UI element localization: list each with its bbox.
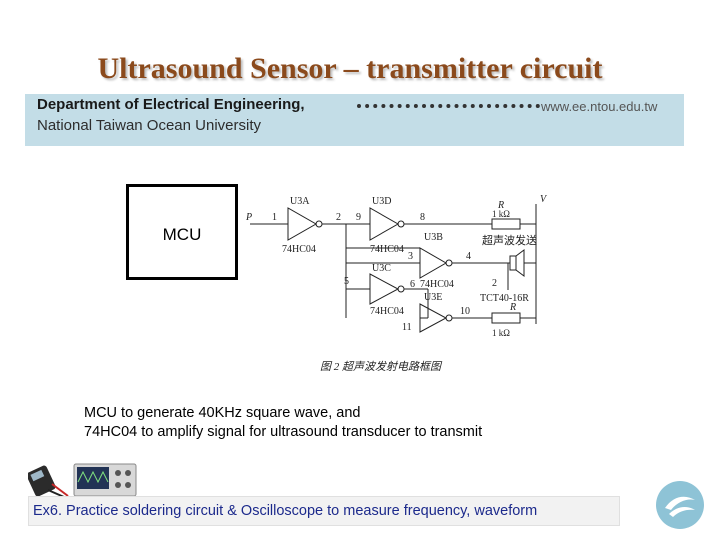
dotted-divider (357, 104, 540, 108)
gate-u3a-out: 2 (336, 212, 341, 223)
transmitter-schematic: P V U3A 74HC04 1 2 U3D 74HC04 9 8 U3B 3 … (245, 194, 548, 373)
gate-u3a-name: U3A (290, 196, 310, 207)
multimeter-icon (28, 465, 69, 498)
resistor-r32 (491, 312, 521, 324)
gate-u3c-out: 6 (410, 279, 415, 290)
gate-u3d-out: 8 (420, 212, 425, 223)
gate-u3e-out: 10 (460, 306, 470, 317)
mcu-block: MCU (126, 184, 238, 280)
gate-u3c (369, 273, 400, 305)
gate-u3a-part: 74HC04 (282, 244, 316, 255)
gate-u3e-name: U3E (424, 292, 442, 303)
oscilloscope-icon (73, 463, 137, 497)
gate-u3a-in: 1 (272, 212, 277, 223)
gate-u3a (287, 207, 318, 241)
r32-value: 1 kΩ (492, 328, 510, 338)
gate-u3d-in: 9 (356, 212, 361, 223)
transducer-icon (509, 255, 517, 271)
pin-2-label: 2 (492, 278, 497, 289)
r31-value: 1 kΩ (492, 209, 510, 219)
header-banner (25, 94, 684, 146)
exercise-box: Ex6. Practice soldering circuit & Oscill… (28, 496, 620, 526)
page-title: Ultrasound Sensor – transmitter circuit (97, 52, 603, 85)
description-line-1: MCU to generate 40KHz square wave, and (84, 405, 361, 421)
gate-u3e-part: 74HC04 (370, 306, 404, 317)
r31-name: R (497, 200, 504, 211)
gate-u3b-out: 4 (466, 251, 471, 262)
university-logo-icon (656, 481, 704, 529)
gate-u3d-part: 74HC04 (370, 244, 404, 255)
gate-u3c-part: 74HC04 (420, 279, 454, 290)
gate-u3b-in: 3 (408, 251, 413, 262)
input-label: P (245, 212, 252, 223)
gate-u3e-in: 11 (402, 322, 412, 333)
gate-u3b-name: U3B (424, 232, 443, 243)
website-url: www.ee.ntou.edu.tw (541, 99, 658, 114)
description: MCU to generate 40KHz square wave, and 7… (84, 404, 482, 442)
gate-u3b (419, 247, 448, 279)
gate-u3c-name: U3C (372, 263, 391, 274)
figure-caption: 图 2 超声波发射电路框图 (320, 360, 443, 373)
department-text: Department of Electrical Engineering, (37, 96, 305, 113)
r32-name: R (509, 302, 516, 313)
transducer-label: 超声波发送 (482, 233, 537, 247)
instrument-icons (28, 463, 137, 498)
mcu-label: MCU (162, 225, 202, 244)
description-line-2: 74HC04 to amplify signal for ultrasound … (84, 424, 483, 440)
gate-u3d (369, 207, 400, 241)
gate-u3d-name: U3D (372, 196, 391, 207)
university-text: National Taiwan Ocean University (37, 117, 261, 134)
vcc-label: V (540, 194, 548, 205)
gate-u3c-in: 5 (344, 276, 349, 287)
resistor-r31 (491, 218, 521, 230)
transducer-part: TCT40-16R (480, 293, 529, 304)
exercise-text: Ex6. Practice soldering circuit & Oscill… (33, 503, 538, 519)
